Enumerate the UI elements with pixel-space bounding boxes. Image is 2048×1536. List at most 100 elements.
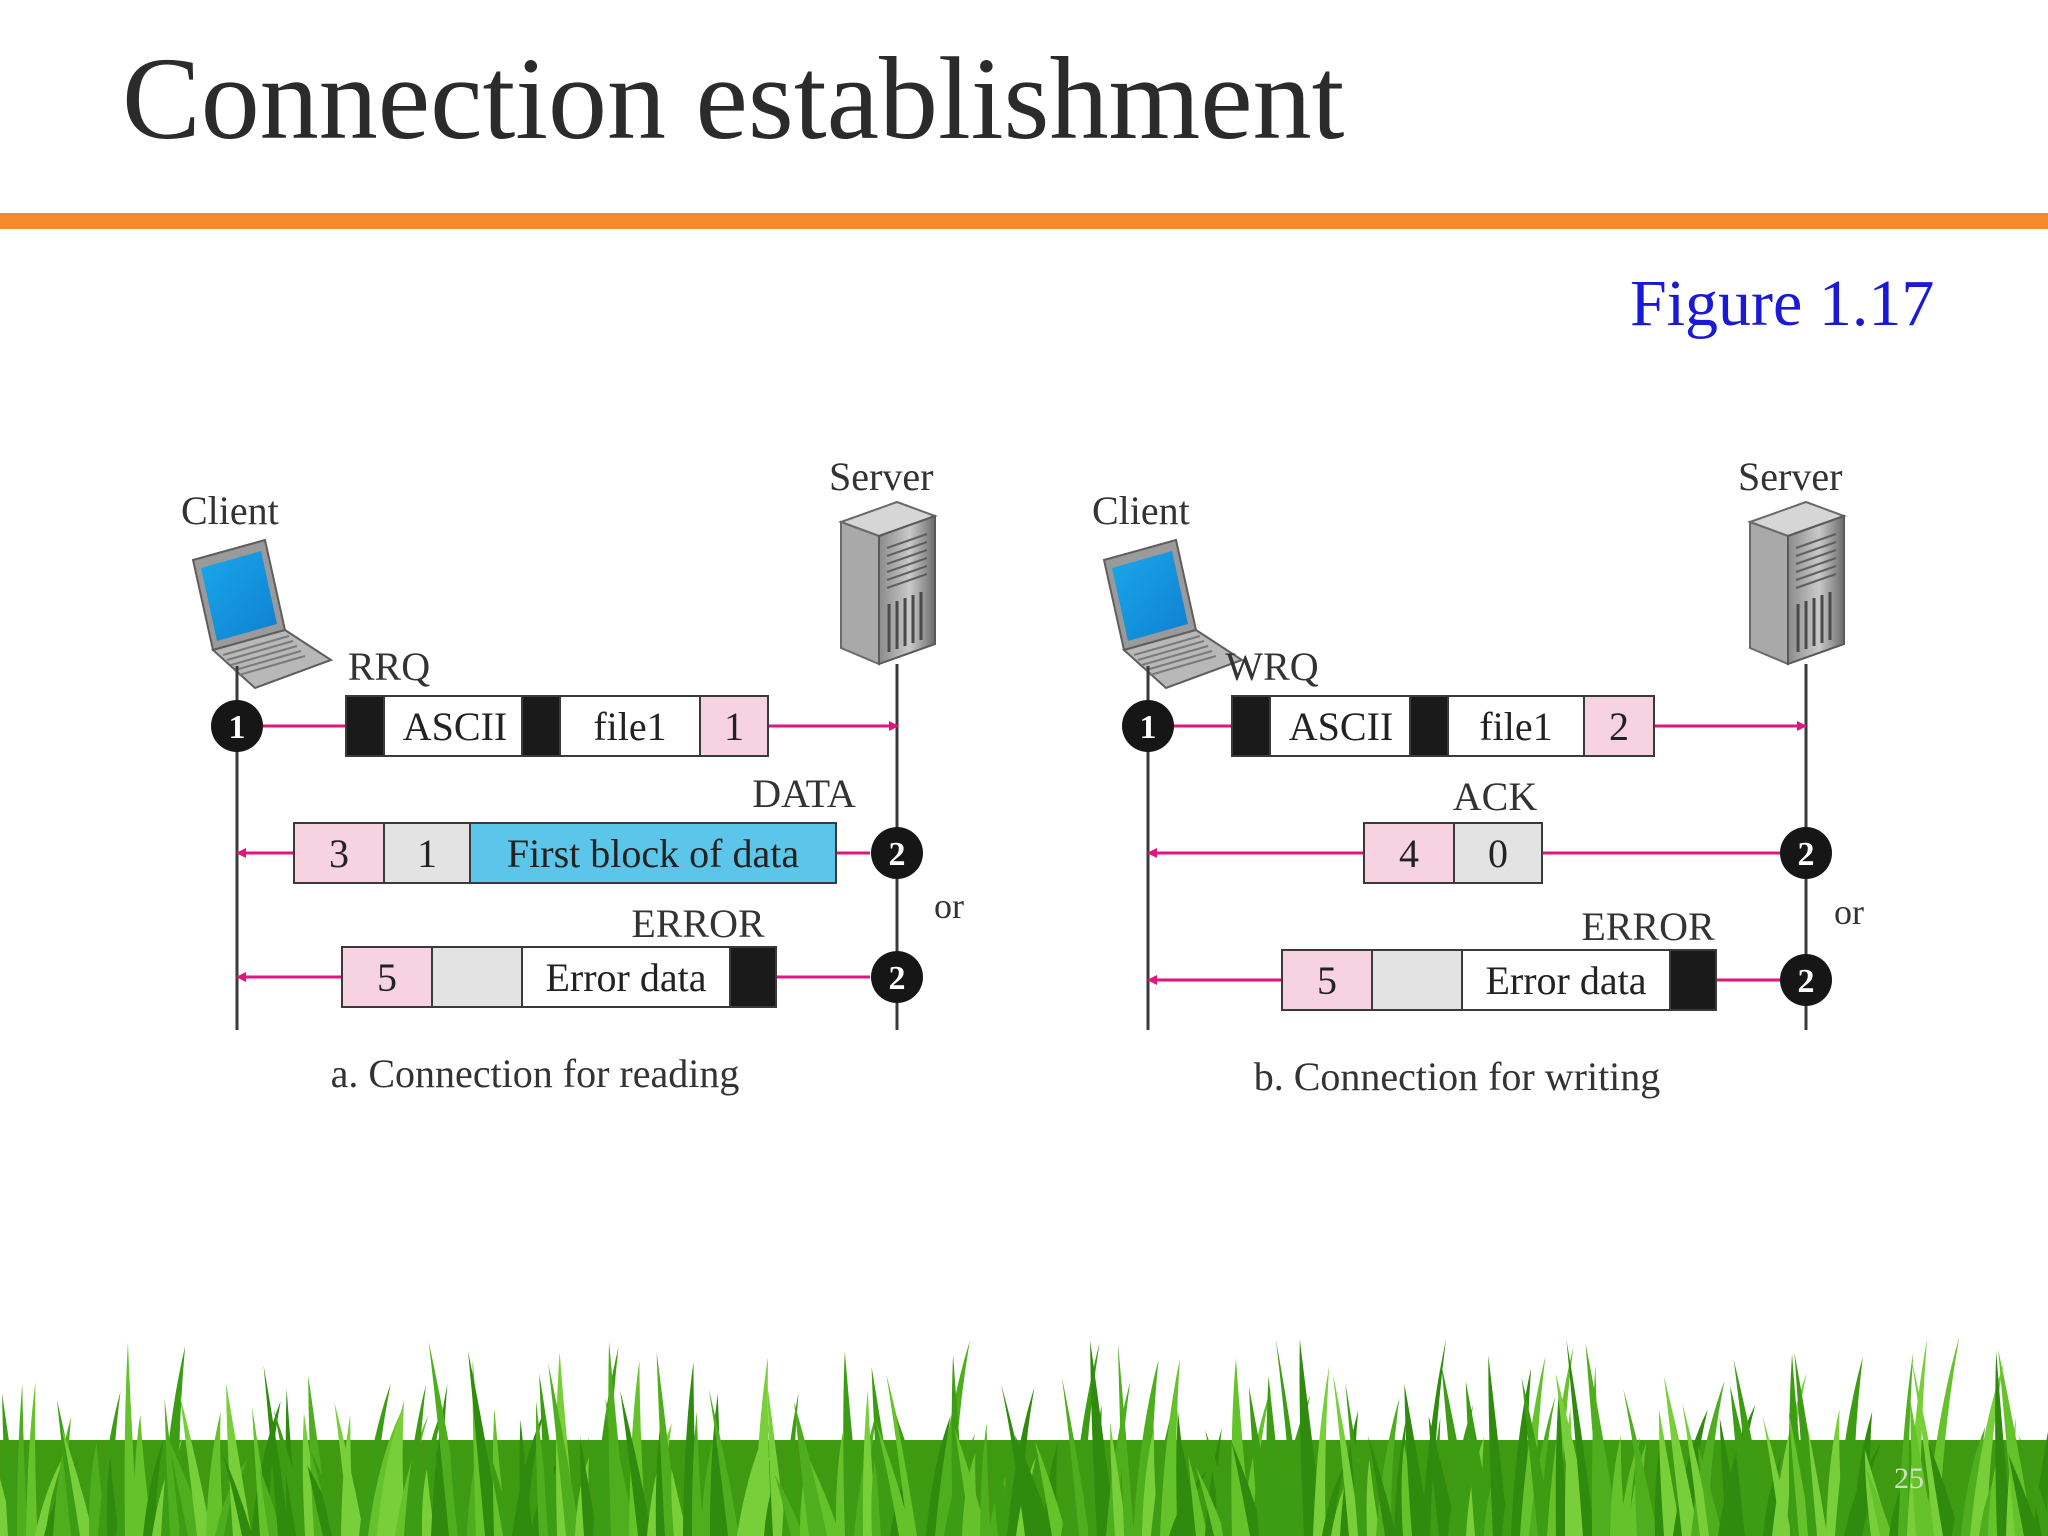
grass-blade	[2008, 1454, 2040, 1536]
grass-blade	[273, 1409, 311, 1536]
step-number: 2	[1798, 963, 1815, 1000]
packet-field	[1231, 695, 1271, 757]
field-text: file1	[593, 704, 666, 749]
packet-field	[1453, 822, 1543, 884]
grass-blade	[1835, 1356, 1863, 1536]
grass-blade	[143, 1439, 164, 1536]
packet-field	[1371, 949, 1463, 1011]
step-badge	[871, 951, 923, 1003]
grass-blade	[2, 1393, 23, 1536]
grass-blade	[1275, 1338, 1306, 1536]
laptop-key-row	[238, 655, 306, 676]
grass-blade	[179, 1393, 212, 1536]
field-text: First block of data	[507, 831, 799, 876]
laptop-screen	[201, 551, 277, 641]
grass-blade	[1188, 1455, 1208, 1536]
grass-blade	[35, 1451, 67, 1536]
grass-blade	[1610, 1435, 1627, 1536]
server-label: Server	[1738, 454, 1842, 499]
server-vent	[886, 541, 928, 557]
grass-blade	[954, 1427, 988, 1536]
grass-blade	[222, 1452, 253, 1536]
grass-blade	[1762, 1415, 1792, 1536]
field-text: ASCII	[1289, 704, 1393, 749]
server-vent	[886, 557, 928, 573]
grass-blade	[1133, 1359, 1159, 1536]
packet-field	[469, 822, 837, 884]
grass-blade	[1853, 1411, 1873, 1536]
grass-blade	[1266, 1376, 1287, 1536]
grass-blade	[1733, 1359, 1771, 1536]
grass-blade	[1465, 1381, 1495, 1536]
laptop-key-row	[234, 650, 302, 671]
field-text: 0	[1488, 831, 1508, 876]
grass-blade	[1663, 1376, 1699, 1536]
packet-field	[521, 946, 731, 1008]
grass-blade	[164, 1398, 181, 1536]
grass-blade	[1090, 1340, 1116, 1536]
grass-decoration	[0, 1337, 2048, 1536]
grass-blade	[1231, 1441, 1265, 1536]
packet-field	[341, 946, 433, 1008]
grass-blade	[61, 1426, 94, 1536]
title-divider	[0, 213, 2048, 229]
client-label: Client	[181, 488, 279, 533]
packet-field	[1447, 695, 1585, 757]
field-text: 5	[377, 955, 397, 1000]
laptop-key-row	[230, 645, 298, 666]
grass-blade	[875, 1420, 912, 1536]
grass-blade	[1898, 1351, 1914, 1536]
laptop-key-row	[1145, 650, 1213, 671]
grass-blade	[1521, 1377, 1554, 1536]
server-vent	[886, 533, 928, 549]
field-text: 5	[1317, 958, 1337, 1003]
grass-blade	[1117, 1343, 1135, 1536]
packet-field	[1281, 949, 1373, 1011]
step-badge	[1122, 700, 1174, 752]
grass-blade	[548, 1363, 581, 1536]
packet-field	[383, 695, 527, 757]
packet-field	[1669, 949, 1717, 1011]
grass-blade	[1488, 1355, 1509, 1536]
grass-blade	[1865, 1466, 1893, 1536]
packet-field	[1461, 949, 1671, 1011]
grass-blade	[206, 1412, 225, 1536]
grass-blade	[605, 1398, 636, 1536]
slide-title: Connection establishment	[122, 33, 1345, 164]
grass-blade	[26, 1381, 38, 1536]
grass-blade	[1366, 1459, 1381, 1536]
grass-blade	[1441, 1364, 1474, 1536]
panel-caption: a. Connection for reading	[331, 1051, 740, 1096]
packet-field	[1269, 695, 1413, 757]
grass-blade	[1961, 1426, 1986, 1536]
grass-blade	[1585, 1342, 1619, 1536]
message-label: ERROR	[1581, 904, 1715, 949]
grass-blade	[708, 1389, 739, 1536]
packet-field	[699, 695, 769, 757]
step-number: 2	[889, 836, 906, 873]
packet-field	[431, 946, 523, 1008]
step-badge	[1780, 954, 1832, 1006]
grass-blade	[161, 1346, 186, 1536]
server-vent	[1795, 565, 1837, 581]
grass-blade	[1034, 1440, 1067, 1536]
step-badge	[871, 827, 923, 879]
grass-blade	[404, 1384, 426, 1536]
grass-blade	[895, 1413, 933, 1536]
server-front	[878, 514, 936, 666]
grass-blade	[774, 1474, 804, 1536]
grass-blade	[843, 1351, 862, 1536]
field-text: Error data	[545, 955, 706, 1000]
grass-blade	[2018, 1434, 2048, 1536]
packet-field	[521, 695, 561, 757]
grass-blade	[1807, 1427, 1828, 1536]
laptop-key-row	[1137, 640, 1205, 661]
grass-blade	[755, 1357, 773, 1536]
message-label: WRQ	[1225, 644, 1318, 689]
grass-blade	[1205, 1430, 1239, 1536]
laptop-key-row	[1133, 635, 1201, 656]
grass-blade	[1313, 1365, 1330, 1536]
field-text: 4	[1399, 831, 1419, 876]
grass-blade	[1623, 1389, 1658, 1536]
grass-blade	[413, 1405, 444, 1536]
